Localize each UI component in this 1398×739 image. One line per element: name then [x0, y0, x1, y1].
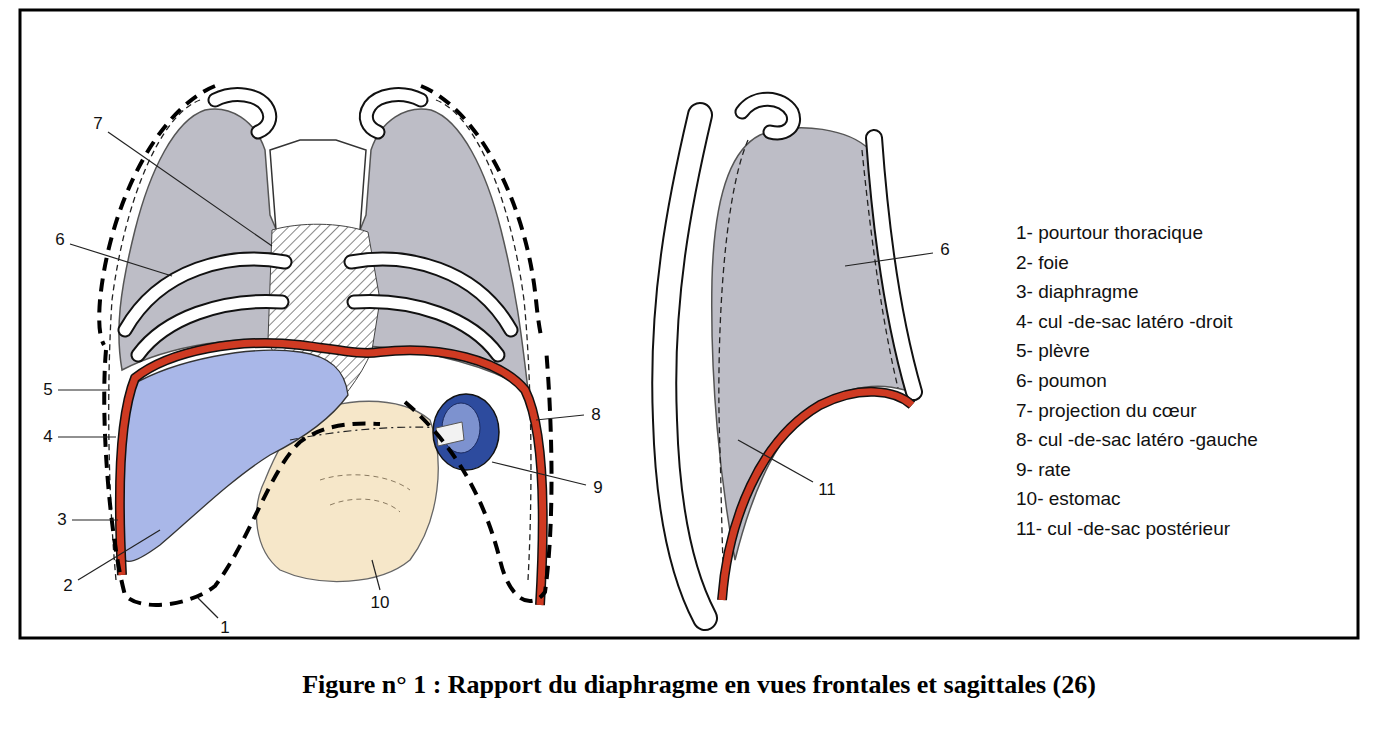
- frontal-view: [99, 86, 551, 605]
- callout-number: 4: [43, 428, 52, 447]
- legend-entry: 10- estomac: [1016, 489, 1121, 510]
- callout-number: 6: [940, 241, 949, 260]
- legend-entry: 7- projection du cœur: [1016, 400, 1197, 421]
- callout-number: 5: [43, 381, 52, 400]
- legend-entry: 6- poumon: [1016, 371, 1107, 392]
- legend-entry: 1- pourtour thoracique: [1016, 223, 1203, 244]
- legend-entry: 8- cul -de-sac latéro -gauche: [1016, 430, 1258, 451]
- legend-entry: 4- cul -de-sac latéro -droit: [1016, 311, 1232, 332]
- callout-number: 9: [593, 479, 602, 498]
- callout-number: 7: [93, 115, 102, 134]
- sagittal-view: [664, 99, 914, 618]
- callout-number: 8: [591, 406, 600, 425]
- legend-entry: 11- cul -de-sac postérieur: [1016, 519, 1230, 540]
- callout-number: 1: [220, 619, 229, 638]
- legend-entry: 2- foie: [1016, 252, 1069, 273]
- callout-number: 2: [63, 577, 72, 596]
- leader-lines: [58, 132, 933, 618]
- legend-entry: 9- rate: [1016, 459, 1071, 480]
- legend-entry: 3- diaphragme: [1016, 282, 1139, 303]
- frame: [20, 10, 1358, 638]
- legend-entry: 5- plèvre: [1016, 341, 1090, 362]
- callout-number: 3: [57, 511, 66, 530]
- callout-number: 6: [55, 231, 64, 250]
- callout-number: 11: [818, 481, 836, 500]
- callout-number: 10: [371, 594, 390, 613]
- figure-caption: Figure n° 1 : Rapport du diaphragme en v…: [0, 670, 1398, 700]
